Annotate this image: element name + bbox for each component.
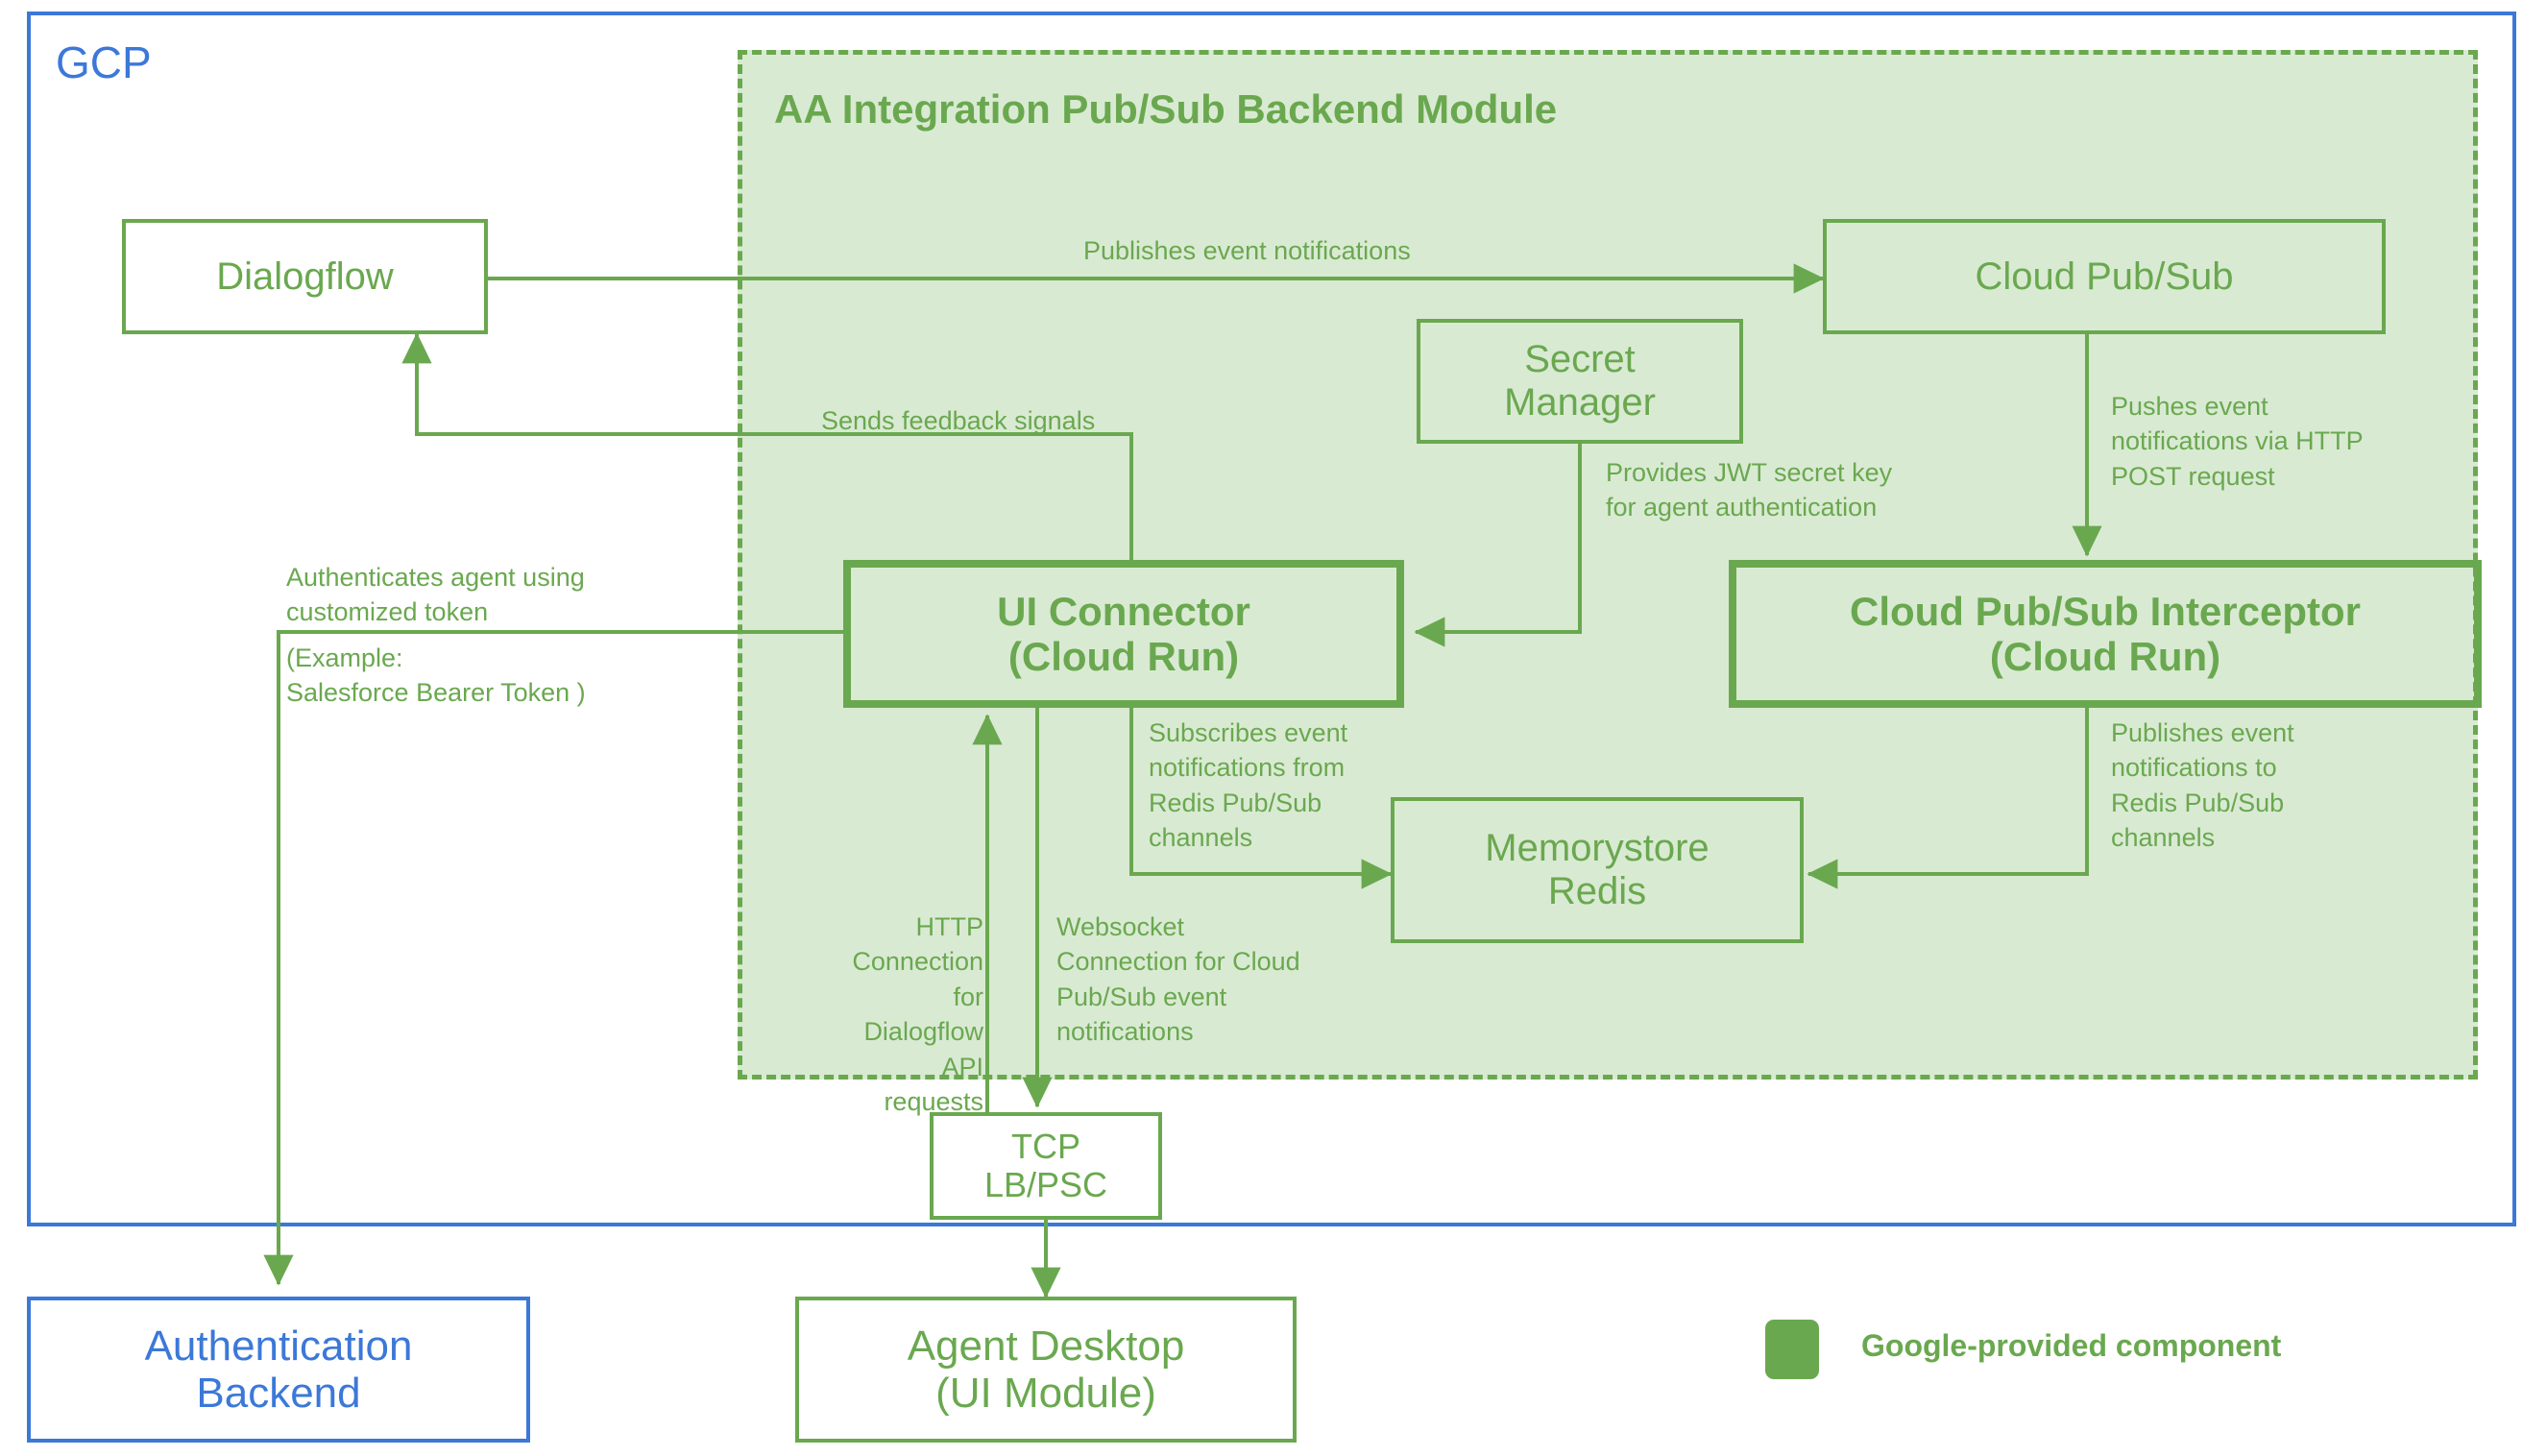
node-memorystore-redis-line2: Redis bbox=[1547, 870, 1647, 912]
node-memorystore-redis-line1: Memorystore bbox=[1485, 827, 1710, 870]
node-ui-connector-line1: UI Connector bbox=[997, 588, 1250, 634]
node-dialogflow-label: Dialogflow bbox=[216, 255, 394, 298]
edge-label-authenticates-agent: Authenticates agent using customized tok… bbox=[286, 563, 585, 627]
edge-label-subscribes-redis-channels: Subscribes event notifications from Redi… bbox=[1149, 718, 1348, 853]
node-pubsub-interceptor-line1: Cloud Pub/Sub Interceptor bbox=[1850, 588, 2361, 634]
node-pubsub-interceptor-line2: (Cloud Run) bbox=[1989, 634, 2221, 679]
node-cloud-pubsub-label: Cloud Pub/Sub bbox=[1975, 255, 2234, 298]
node-tcp-lb-psc[interactable]: TCP LB/PSC bbox=[930, 1112, 1162, 1220]
node-agent-desktop-line1: Agent Desktop bbox=[907, 1322, 1185, 1370]
gcp-container bbox=[27, 12, 2516, 1226]
edge-label-http-dialogflow-requests: HTTP Connection for Dialogflow API reque… bbox=[852, 912, 983, 1117]
module-title: AA Integration Pub/Sub Backend Module bbox=[774, 86, 1558, 132]
gcp-label: GCP bbox=[56, 37, 152, 87]
edge-label-authenticates-agent-example: (Example: Salesforce Bearer Token ) bbox=[286, 643, 586, 708]
node-agent-desktop-line2: (UI Module) bbox=[935, 1370, 1156, 1417]
node-memorystore-redis[interactable]: Memorystore Redis bbox=[1391, 797, 1804, 943]
edge-label-pushes-event-http-post: Pushes event notifications via HTTP POST… bbox=[2111, 392, 2364, 491]
node-tcp-lb-psc-line1: TCP bbox=[1011, 1126, 1080, 1166]
node-secret-manager[interactable]: Secret Manager bbox=[1417, 319, 1743, 444]
legend-label-google-component: Google-provided component bbox=[1861, 1328, 2282, 1363]
edge-label-publishes-event-notifications: Publishes event notifications bbox=[1083, 236, 1411, 265]
node-secret-manager-line1: Secret bbox=[1524, 338, 1636, 381]
edge-label-sends-feedback-signals: Sends feedback signals bbox=[821, 406, 1096, 435]
node-cloud-pubsub[interactable]: Cloud Pub/Sub bbox=[1823, 219, 2386, 334]
node-authentication-backend-line2: Backend bbox=[196, 1370, 361, 1417]
node-authentication-backend-line1: Authentication bbox=[144, 1322, 413, 1370]
node-pubsub-interceptor[interactable]: Cloud Pub/Sub Interceptor (Cloud Run) bbox=[1729, 560, 2482, 708]
node-tcp-lb-psc-line2: LB/PSC bbox=[983, 1165, 1108, 1204]
node-authentication-backend[interactable]: Authentication Backend bbox=[27, 1297, 530, 1443]
legend-swatch-google-component bbox=[1765, 1320, 1819, 1379]
edge-label-provides-jwt-secret-key: Provides JWT secret key for agent authen… bbox=[1606, 458, 1893, 522]
node-agent-desktop[interactable]: Agent Desktop (UI Module) bbox=[795, 1297, 1297, 1443]
node-ui-connector[interactable]: UI Connector (Cloud Run) bbox=[843, 560, 1404, 708]
edge-label-websocket-pubsub-notifications: Websocket Connection for Cloud Pub/Sub e… bbox=[1056, 912, 1300, 1047]
node-ui-connector-line2: (Cloud Run) bbox=[1007, 634, 1240, 679]
node-secret-manager-line2: Manager bbox=[1504, 381, 1656, 424]
edge-label-publishes-redis-channels: Publishes event notifications to Redis P… bbox=[2111, 718, 2294, 853]
node-dialogflow[interactable]: Dialogflow bbox=[122, 219, 488, 334]
